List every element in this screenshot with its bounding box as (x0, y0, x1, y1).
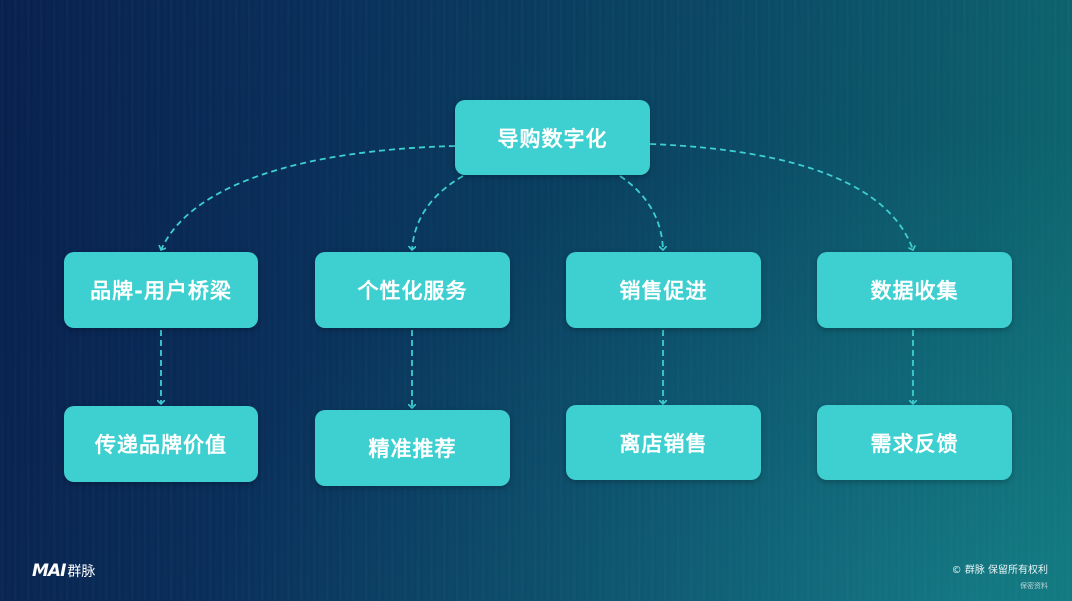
copyright-text: © 群脉 保留所有权利 (951, 565, 1048, 576)
confidential-label: 保密资料 (1020, 582, 1048, 590)
child-node-2: 精准推荐 (315, 410, 510, 486)
branch-node-3: 销售促进 (566, 252, 761, 328)
branch-node-1: 品牌-用户桥梁 (64, 252, 258, 328)
child-node-4: 需求反馈 (817, 405, 1012, 480)
branch-node-2: 个性化服务 (315, 252, 510, 328)
logo-name: 群脉 (67, 564, 96, 580)
child-node-1: 传递品牌价值 (64, 406, 258, 482)
root-node: 导购数字化 (455, 100, 650, 175)
child-node-3: 离店销售 (566, 405, 761, 480)
logo-mark: MAI (32, 561, 66, 581)
connector-root-branch-2 (412, 175, 464, 250)
connector-root-branch-1 (161, 145, 456, 250)
copyright-notice: © 群脉 保留所有权利 保密资料 (952, 564, 1048, 593)
branch-node-4: 数据收集 (817, 252, 1012, 328)
connector-root-branch-3 (619, 175, 663, 250)
connector-root-branch-4 (649, 143, 913, 250)
brand-logo: MAI 群脉 (32, 561, 95, 581)
